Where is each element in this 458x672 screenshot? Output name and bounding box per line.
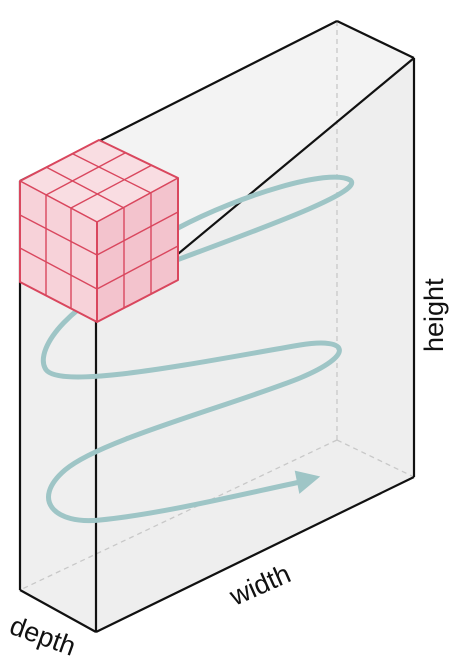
block-side-face [96,58,414,632]
spiral-arrow-icon [40,174,355,524]
arrow-head [294,470,321,494]
width-label: width [224,558,295,611]
hidden-edges [19,21,415,591]
volume-block [18,20,416,633]
height-label: height [419,278,449,352]
depth-label: depth [6,610,80,661]
spiral-path [40,174,355,524]
rubiks-cube-icon [19,139,179,323]
